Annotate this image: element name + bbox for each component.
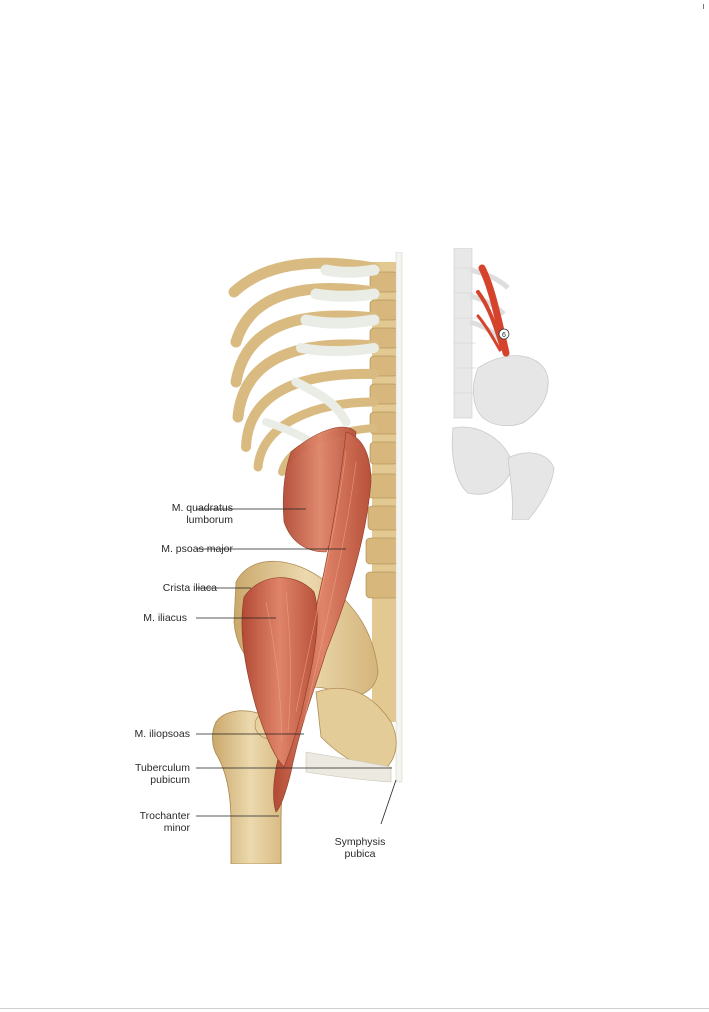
label-iliacus: M. iliacus — [143, 612, 187, 624]
leader-lines — [196, 508, 397, 825]
label-iliopsoas: M. iliopsoas — [135, 728, 190, 740]
label-line: Tuberculum — [134, 762, 190, 774]
muscles — [241, 426, 372, 813]
label-line: M. quadratus — [171, 502, 233, 514]
ribs — [228, 257, 380, 476]
label-line: lumborum — [186, 514, 233, 526]
spine — [365, 252, 403, 783]
inset-marker: 6 — [498, 328, 510, 340]
label-psoas-major: M. psoas major — [161, 543, 233, 555]
label-line: M. iliacus — [143, 612, 187, 624]
inset-illustration: 6 — [451, 248, 555, 520]
label-crista-iliaca: Crista iliaca — [163, 582, 217, 594]
label-line: minor — [163, 822, 190, 834]
label-line: M. iliopsoas — [134, 728, 190, 740]
page-bottom-rule — [0, 1008, 709, 1009]
svg-text:6: 6 — [502, 332, 506, 339]
label-line: M. psoas major — [161, 543, 233, 555]
inset-pelvis — [451, 355, 555, 520]
corner-mark — [700, 4, 704, 9]
label-symphysis-pubica: Symphysis pubica — [330, 836, 390, 860]
label-line: pubicum — [150, 774, 190, 786]
label-line: Symphysis — [334, 836, 386, 848]
label-line: Crista iliaca — [162, 582, 217, 594]
label-quadratus-lumborum: M. quadratus lumborum — [172, 502, 233, 526]
anatomy-illustration — [196, 252, 403, 864]
inset-muscle — [476, 264, 510, 357]
label-line: pubica — [344, 848, 376, 860]
label-tuberculum-pubicum: Tuberculum pubicum — [135, 762, 190, 786]
label-trochanter-minor: Trochanter minor — [140, 810, 190, 834]
label-line: Trochanter — [139, 810, 190, 822]
